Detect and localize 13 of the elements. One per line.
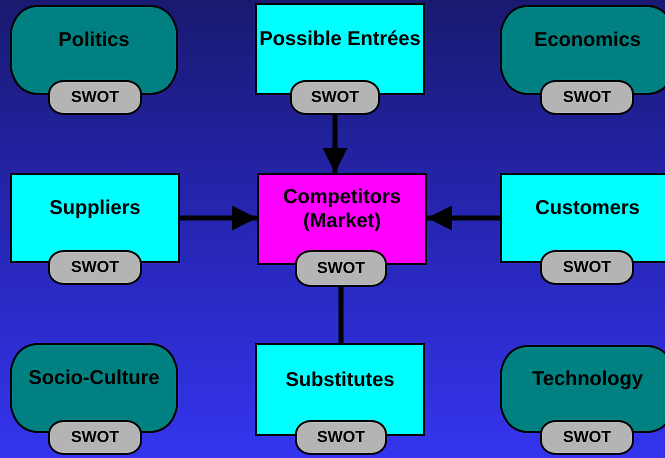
swot-badge: SWOT (540, 250, 634, 285)
swot-badge: SWOT (48, 80, 142, 115)
swot-badge: SWOT (540, 80, 634, 115)
arrow (427, 206, 500, 230)
arrow (322, 115, 348, 173)
swot-badge: SWOT (48, 420, 142, 455)
swot-badge: SWOT (48, 250, 142, 285)
swot-badge: SWOT (295, 250, 387, 287)
arrow (180, 206, 257, 230)
swot-badge: SWOT (290, 80, 380, 115)
swot-badge: SWOT (540, 420, 634, 455)
swot-badge: SWOT (295, 420, 387, 455)
connector-line (338, 287, 344, 343)
